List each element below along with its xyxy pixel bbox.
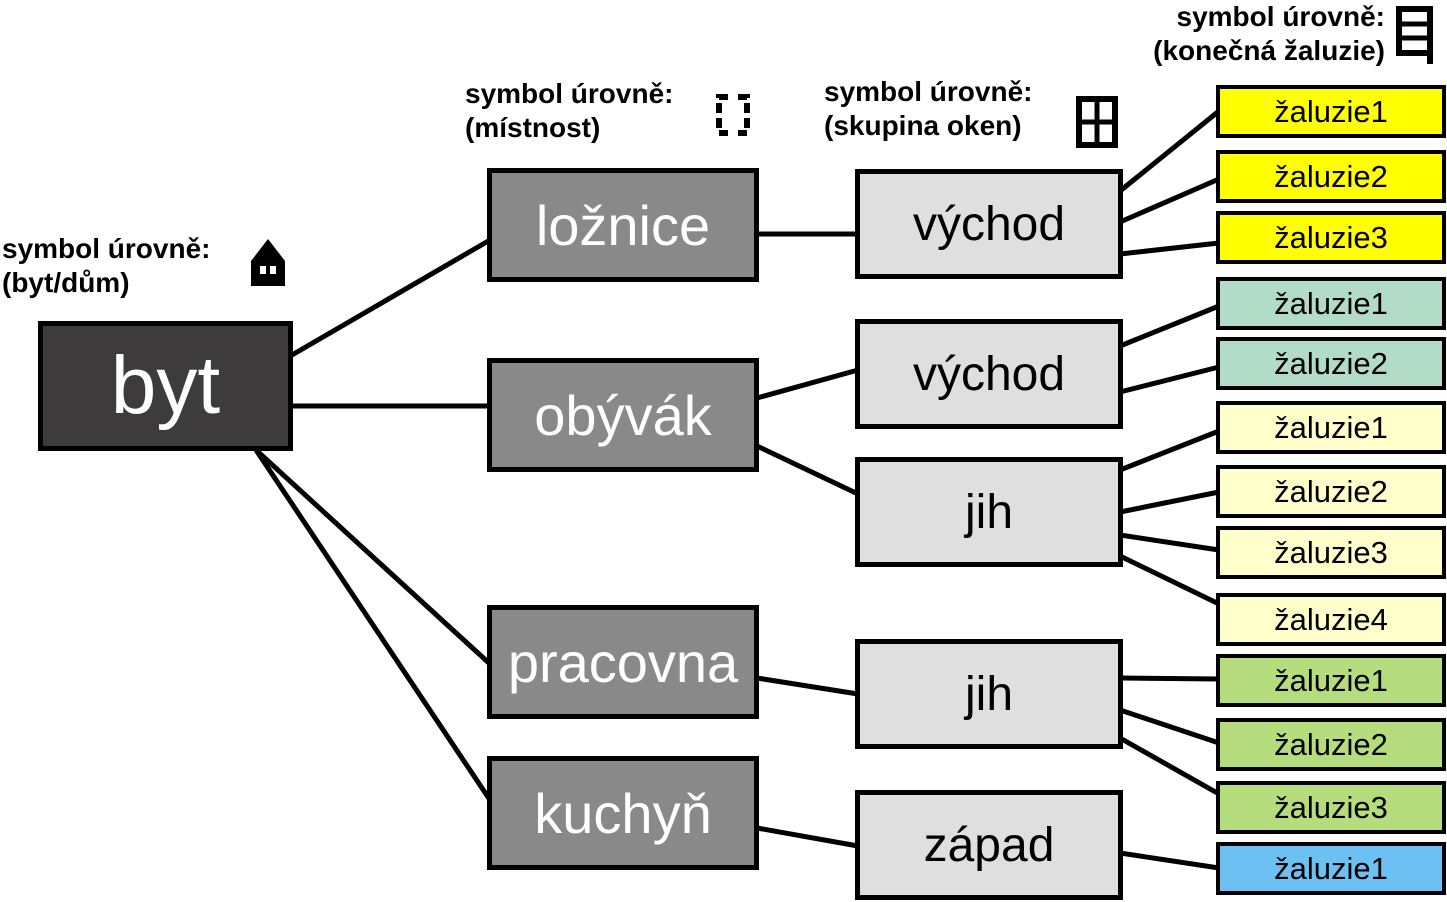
blind-node: žaluzie3 (1216, 211, 1446, 264)
blind-node: žaluzie2 (1216, 465, 1446, 518)
house-icon (251, 239, 285, 286)
blind-node: žaluzie1 (1216, 85, 1446, 138)
blind-node: žaluzie2 (1216, 150, 1446, 203)
legend-title: symbol úrovně: (1176, 1, 1385, 32)
room-kuchyn: kuchyň (487, 756, 759, 870)
blind-icon (1396, 6, 1433, 64)
node-label: východ (912, 197, 1066, 251)
node-label: obývák (534, 383, 712, 447)
legend-level-name: (místnost) (465, 112, 601, 143)
legend-level-konecna-zaluzie: symbol úrovně: (konečná žaluzie) (1153, 0, 1385, 68)
blind-node: žaluzie1 (1216, 654, 1446, 707)
connector (290, 237, 492, 358)
node-label: pracovna (507, 630, 739, 694)
connector (1118, 735, 1221, 797)
connector (1119, 675, 1220, 682)
node-label: žaluzie1 (1274, 662, 1388, 698)
legend-title: symbol úrovně: (2, 233, 211, 264)
connector (1119, 364, 1220, 395)
blind-node: žaluzie2 (1216, 337, 1446, 390)
node-label: žaluzie1 (1274, 93, 1388, 129)
connector (1119, 303, 1220, 349)
room-brackets-icon (716, 94, 750, 136)
node-label: jih (964, 485, 1014, 539)
node-label: jih (964, 667, 1014, 721)
legend-level-mistnost: symbol úrovně: (místnost) (465, 77, 673, 145)
legend-title: symbol úrovně: (824, 76, 1033, 107)
group-obyvak-vychod: východ (855, 319, 1123, 429)
blind-node: žaluzie1 (1216, 842, 1446, 895)
room-loznice: ložnice (487, 168, 759, 282)
node-label: kuchyň (534, 781, 712, 845)
connector (1119, 489, 1220, 515)
node-label: žaluzie1 (1274, 285, 1388, 321)
connector (1118, 109, 1221, 193)
blind-node: žaluzie2 (1216, 718, 1446, 771)
blind-node: žaluzie1 (1216, 401, 1446, 454)
group-kuchyn-zapad: západ (855, 790, 1123, 900)
connector (1118, 553, 1221, 607)
node-byt: byt (38, 321, 293, 451)
node-label: žaluzie1 (1274, 409, 1388, 445)
node-label: žaluzie2 (1274, 473, 1388, 509)
legend-level-name: (skupina oken) (824, 110, 1022, 141)
window-icon (1076, 96, 1118, 148)
node-label: žaluzie4 (1274, 601, 1388, 637)
node-label: západ (923, 818, 1055, 872)
blind-node: žaluzie3 (1216, 781, 1446, 834)
connector (1119, 850, 1220, 871)
blind-node: žaluzie4 (1216, 593, 1446, 646)
room-pracovna: pracovna (487, 605, 759, 719)
connector (253, 448, 493, 802)
room-obyvak: obývák (487, 358, 759, 472)
group-obyvak-jih: jih (855, 457, 1123, 567)
connector (755, 443, 860, 497)
connector (1119, 428, 1220, 473)
connector (1119, 176, 1220, 225)
legend-level-byt: symbol úrovně: (byt/dům) (2, 232, 210, 300)
connector (1119, 707, 1220, 746)
group-pracovna-jih: jih (855, 639, 1123, 749)
legend-level-skupina-oken: symbol úrovně: (skupina oken) (824, 75, 1032, 143)
legend-level-name: (byt/dům) (2, 267, 130, 298)
node-label: žaluzie2 (1274, 726, 1388, 762)
connector (1119, 532, 1220, 553)
group-loznice-vychod: východ (855, 169, 1123, 279)
node-label: žaluzie2 (1274, 158, 1388, 194)
connector (1119, 240, 1220, 257)
legend-title: symbol úrovně: (465, 78, 674, 109)
connector (756, 675, 859, 697)
connector (254, 448, 492, 666)
blind-node: žaluzie1 (1216, 277, 1446, 330)
connector (756, 367, 859, 401)
node-label: východ (912, 347, 1066, 401)
node-label: byt (110, 340, 221, 431)
legend-level-name: (konečná žaluzie) (1153, 35, 1385, 66)
node-label: žaluzie3 (1274, 789, 1388, 825)
node-label: žaluzie1 (1274, 850, 1388, 886)
node-label: žaluzie2 (1274, 345, 1388, 381)
node-label: žaluzie3 (1274, 219, 1388, 255)
blind-node: žaluzie3 (1216, 526, 1446, 579)
connector (756, 825, 859, 849)
node-label: ložnice (535, 193, 711, 257)
node-label: žaluzie3 (1274, 534, 1388, 570)
